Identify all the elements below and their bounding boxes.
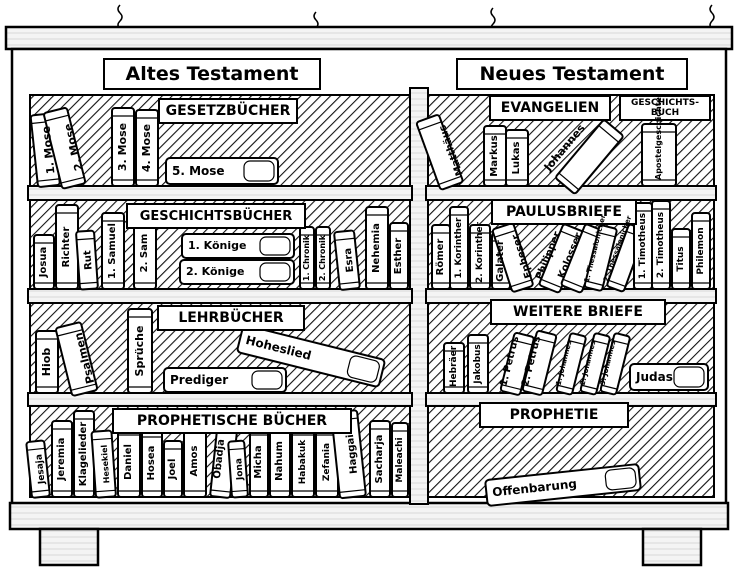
book-title-1-chronik: 1. Chronik (300, 233, 314, 283)
cabinet-foot-left (40, 529, 98, 565)
section-label-old-testament: Altes Testament (103, 58, 321, 90)
book-title-nahum: Nahum (270, 431, 290, 491)
book-title-amos: Amos (184, 431, 206, 491)
book-title-2-koenige: 2. Könige (186, 260, 258, 284)
book-title-rut: Rut (78, 236, 99, 283)
book-title-richter: Richter (56, 211, 78, 283)
book-title-roemer: Römer (432, 231, 450, 283)
category-label-geschichtsbuch: GESCHICHTS- BUCH (619, 95, 711, 121)
book-title-1-korinther: 1. Korinther (450, 213, 468, 283)
book-title-micha: Micha (250, 433, 268, 491)
book-title-5-mose: 5. Mose (172, 158, 242, 184)
book-title-2-timotheus: 2. Timotheus (652, 207, 670, 283)
book-title-sprueche: Sprüche (128, 315, 152, 387)
cabinet-top-board (6, 27, 732, 49)
book-title-sacharja: Sacharja (370, 427, 390, 491)
book-title-josua: Josua (34, 241, 54, 283)
book-title-esther: Esther (390, 229, 408, 283)
book-title-jeremia: Jeremia (52, 427, 72, 491)
book-title-1-samuel: 1. Samuel (102, 219, 124, 283)
category-label-gesetzbuecher: GESETZBÜCHER (158, 98, 298, 124)
book-title-3-mose: 3. Mose (112, 114, 134, 180)
book-title-markus: Markus (484, 132, 506, 180)
book-title-judas: Judas (636, 364, 672, 390)
cabinet-base-board (10, 503, 728, 529)
book-title-apostelgeschichte: Apostelgeschichte (642, 130, 676, 180)
book-title-titus: Titus (672, 235, 690, 283)
book-title-lukas: Lukas (506, 136, 528, 180)
book-title-prediger: Prediger (170, 368, 250, 392)
book-title-joel: Joel (164, 447, 182, 491)
book-title-hebraeer: Hebräer (444, 349, 464, 387)
book-title-1-timotheus: 1. Timotheus (634, 209, 652, 283)
book-title-jona: Jona (230, 446, 249, 491)
book-title-hesekiel: Hesekiel (94, 436, 118, 491)
category-label-lehrbuecher: LEHRBÜCHER (157, 305, 305, 331)
section-label-new-testament: Neues Testament (456, 58, 688, 90)
book-title-habakuk: Habakuk (292, 433, 314, 491)
category-label-evangelien: EVANGELIEN (489, 95, 611, 121)
book-title-zefania: Zefania (316, 433, 338, 491)
book-title-2-korinther: 2. Korinther (470, 231, 490, 283)
category-label-prophetie: PROPHETIE (479, 402, 629, 428)
book-title-jakobus: Jakobus (468, 341, 488, 387)
book-title-daniel: Daniel (118, 433, 140, 491)
cabinet-foot-right (643, 529, 701, 565)
book-title-philemon: Philemon (692, 219, 710, 283)
book-title-2-sam: 2. Sam (134, 223, 156, 283)
book-title-nehemia: Nehemia (366, 213, 388, 283)
book-title-hosea: Hosea (142, 435, 162, 491)
book-title-2-chronik: 2. Chronik (316, 233, 330, 283)
category-label-weitere-briefe: WEITERE BRIEFE (490, 299, 666, 325)
book-title-maleachi: Maleachi (392, 429, 408, 491)
book-title-4-mose: 4. Mose (136, 116, 158, 180)
book-title-hiob: Hiob (36, 337, 58, 387)
category-label-paulusbriefe: PAULUSBRIEFE (491, 199, 637, 225)
book-title-klagelieder: Klagelieder (74, 417, 94, 491)
book-title-1-koenige: 1. Könige (188, 234, 258, 258)
geschichtsbuch-line1: GESCHICHTS- (631, 98, 699, 108)
